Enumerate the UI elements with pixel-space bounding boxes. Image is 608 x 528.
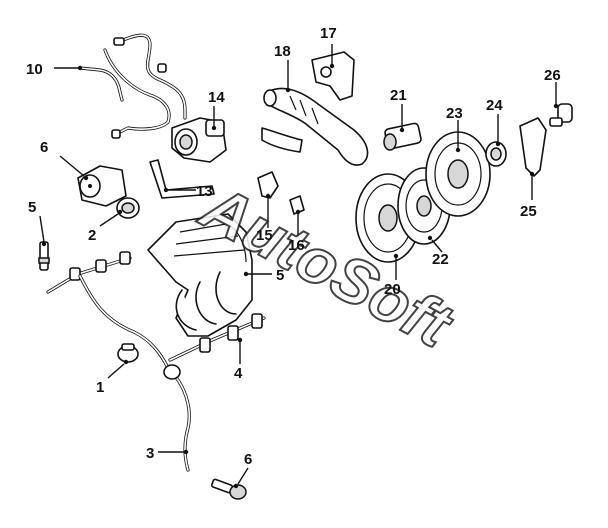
part-26-release-fork xyxy=(519,117,547,177)
part-22-sensor xyxy=(383,122,422,151)
part-17-clip xyxy=(257,171,279,199)
callout-1: 1 xyxy=(96,379,104,396)
part-4-fuel-rail xyxy=(168,313,266,362)
callout-24: 23 xyxy=(446,105,463,122)
part-16-throttle-body xyxy=(171,117,227,163)
part-19-bracket xyxy=(311,51,355,101)
callout-16: 14 xyxy=(208,89,225,106)
callout-18: 16 xyxy=(288,237,305,254)
part-10-injector xyxy=(38,241,50,271)
callout-2: 2 xyxy=(88,227,96,244)
callout-17: 15 xyxy=(256,227,273,244)
callout-25: 24 xyxy=(486,97,503,114)
part-14-hose-assembly xyxy=(78,33,187,139)
part-13-idle-air-valve xyxy=(77,165,127,207)
part-15-bracket xyxy=(149,159,215,199)
callout-10: 5 xyxy=(28,199,36,216)
callout-13: 6 xyxy=(40,139,48,156)
callout-4: 4 xyxy=(234,365,243,382)
callout-6-label: 6 xyxy=(244,451,252,468)
callout-22: 21 xyxy=(390,87,407,104)
callout-labels: 10 14 6 2 5 13 18 17 15 16 5 21 20 22 23… xyxy=(26,25,561,462)
part-18-clip xyxy=(289,195,305,215)
part-25-release-bearing xyxy=(485,141,507,167)
part-5-intake-manifold xyxy=(147,213,253,337)
part-1-pressure-regulator xyxy=(117,343,139,363)
callout-21: 20 xyxy=(384,281,401,298)
part-6-sensor xyxy=(210,478,247,500)
part-27-pivot-bolt xyxy=(549,103,573,127)
callout-26: 25 xyxy=(520,203,537,220)
part-3-return-pipe xyxy=(163,364,191,472)
callout-5-label: 5 xyxy=(276,267,284,284)
part-20-intake-hose xyxy=(261,87,369,166)
callout-14: 10 xyxy=(26,61,43,78)
part-24-pressure-plate xyxy=(425,131,491,217)
callout-20: 18 xyxy=(274,43,291,60)
leader-lines xyxy=(39,44,559,489)
part-fuel-hose xyxy=(78,274,170,370)
callout-27: 26 xyxy=(544,67,561,84)
part-2-sealing-ring xyxy=(116,197,140,219)
callout-19: 17 xyxy=(320,25,337,42)
callout-3: 3 xyxy=(146,445,154,462)
callout-15: 13 xyxy=(196,183,213,200)
callout-labels-extra: 5 6 xyxy=(244,267,284,468)
part-fuel-rail-upper xyxy=(46,251,132,294)
callout-23: 22 xyxy=(432,251,449,268)
